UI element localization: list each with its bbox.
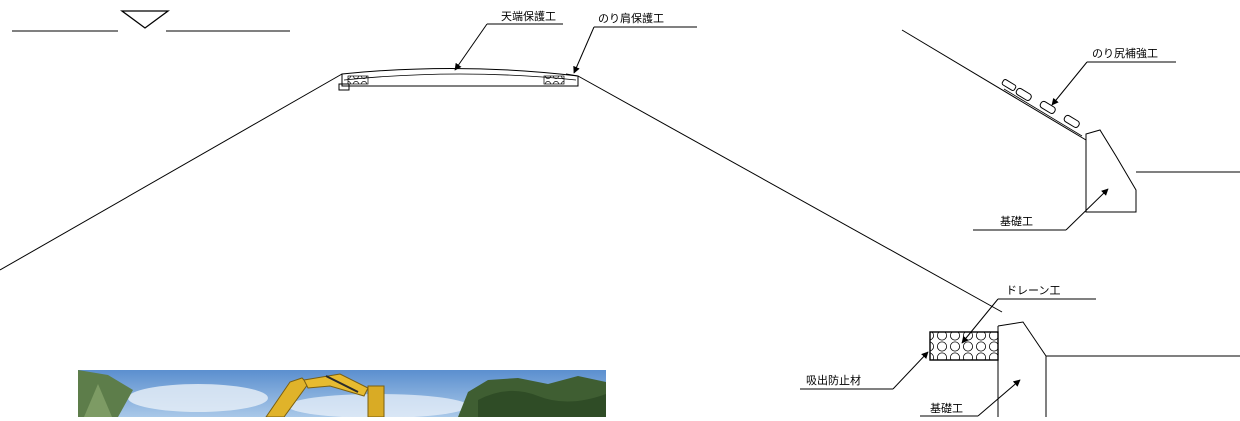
label-drain: ドレーン工: [961, 284, 1096, 344]
shoulder-protection-block: [565, 73, 579, 82]
inverted-triangle-icon: [120, 10, 170, 29]
crest-footing-left: [338, 83, 350, 91]
arrow-icon: [454, 23, 488, 71]
arrow-icon: [977, 379, 1021, 417]
water-level-gap: [118, 29, 166, 33]
drain-gravel-box: [929, 331, 999, 361]
crest-gravel-right: [543, 75, 565, 85]
crest-protection: [338, 67, 579, 91]
upper-right-detail: [901, 29, 1240, 213]
foundation-upper-text: 基礎工: [1000, 215, 1033, 228]
arrow-icon: [1051, 61, 1088, 106]
suction-prevention-text: 吸出防止材: [806, 373, 861, 387]
label-foundation-lower: 基礎工: [920, 379, 1021, 417]
label-shoulder-protection: のり肩保護工: [573, 11, 697, 74]
label-toe-reinforcement: のり尻補強工: [1051, 47, 1176, 106]
lower-foundation-block: [997, 321, 1047, 417]
label-crest-protection: 天端保護工: [454, 9, 563, 71]
arrow-icon: [573, 26, 595, 74]
upper-right-slope-line: [901, 29, 1087, 141]
upper-foundation-block: [1085, 129, 1137, 213]
photo-excavator: [78, 370, 606, 417]
embankment: [0, 73, 1003, 313]
label-suction-prevention: 吸出防止材: [800, 351, 929, 390]
arrow-icon: [961, 298, 999, 344]
foundation-lower-text: 基礎工: [930, 402, 963, 415]
crest-gravel-left: [347, 75, 369, 85]
label-foundation-upper: 基礎工: [973, 188, 1109, 231]
crest-protection-text: 天端保護工: [501, 9, 556, 23]
arrow-icon: [1065, 188, 1109, 231]
crest-inner-line: [343, 73, 577, 81]
drain-text: ドレーン工: [1006, 284, 1060, 297]
toe-reinforcement-text: のり尻補強工: [1092, 47, 1158, 60]
left-slope-line: [0, 73, 343, 271]
lower-right-detail: [929, 321, 1240, 417]
arrow-icon: [892, 351, 929, 390]
right-slope-line: [577, 75, 1003, 313]
water-level-marker: [12, 10, 290, 33]
shoulder-protection-text: のり肩保護工: [598, 11, 664, 25]
toe-reinforcement-blocks: [1001, 79, 1083, 137]
